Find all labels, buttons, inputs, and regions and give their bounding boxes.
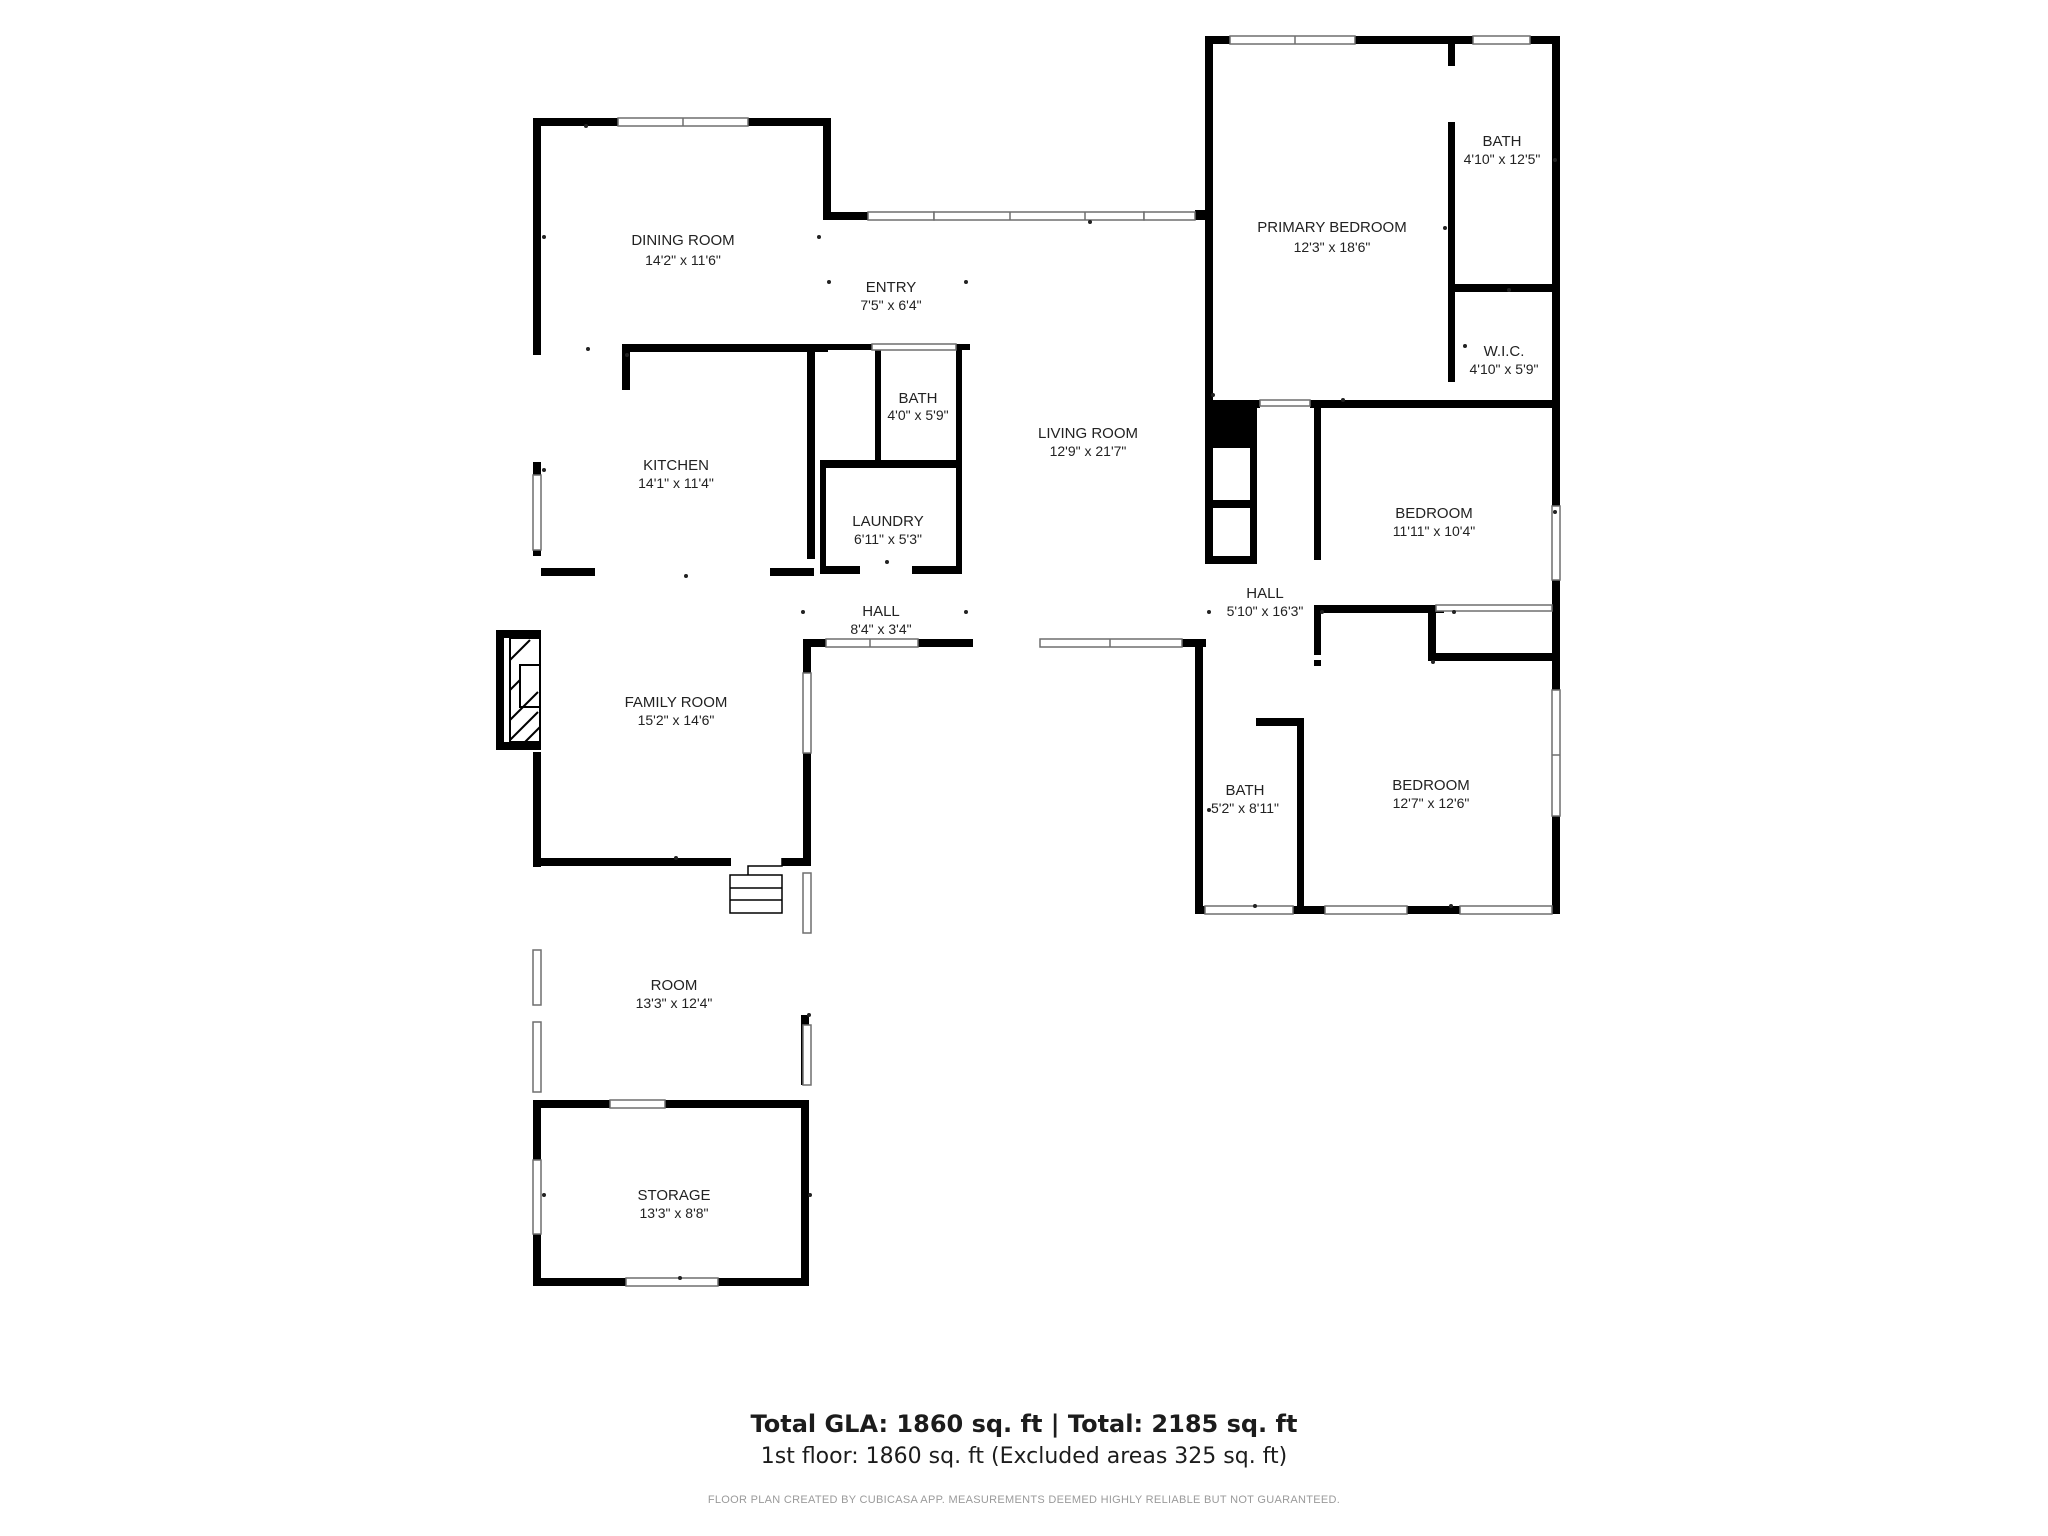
room-labels: DINING ROOM 14'2" x 11'6" ENTRY 7'5" x 6…	[625, 133, 1541, 1221]
room-dims-hall-main: 8'4" x 3'4"	[850, 621, 911, 637]
room-name-wic: W.I.C.	[1484, 343, 1525, 360]
room-name-hall-main: HALL	[862, 603, 900, 620]
room-name-laundry: LAUNDRY	[852, 513, 923, 530]
room-dims-kitchen: 14'1" x 11'4"	[638, 475, 714, 491]
room-name-primary-bedroom: PRIMARY BEDROOM	[1257, 219, 1406, 236]
room-dims-bedroom-1: 11'11" x 10'4"	[1393, 523, 1476, 539]
room-name-hall-east: HALL	[1246, 585, 1284, 602]
total-area-summary: Total GLA: 1860 sq. ft | Total: 2185 sq.…	[750, 1410, 1298, 1438]
room-dims-dining-room: 14'2" x 11'6"	[645, 252, 721, 268]
room-name-bedroom-1: BEDROOM	[1395, 505, 1473, 522]
room-dims-bath-hall: 5'2" x 8'11"	[1211, 800, 1279, 816]
room-name-bath-primary: BATH	[1483, 133, 1522, 150]
room-name-dining-room: DINING ROOM	[631, 232, 734, 249]
room-dims-primary-bedroom: 12'3" x 18'6"	[1294, 239, 1371, 255]
room-dims-family-room: 15'2" x 14'6"	[638, 712, 715, 728]
room-dims-wic: 4'10" x 5'9"	[1470, 361, 1539, 377]
room-name-kitchen: KITCHEN	[643, 457, 709, 474]
room-dims-storage: 13'3" x 8'8"	[640, 1205, 709, 1221]
room-dims-entry: 7'5" x 6'4"	[860, 297, 921, 313]
room-name-living-room: LIVING ROOM	[1038, 425, 1138, 442]
room-dims-bath-primary: 4'10" x 12'5"	[1464, 151, 1541, 167]
windows	[532, 35, 1561, 1287]
fireplace-icon	[509, 637, 541, 743]
door-ticks	[542, 124, 1557, 1280]
room-name-room: ROOM	[651, 977, 698, 994]
room-name-bath-hall: BATH	[1226, 782, 1265, 799]
floor-area-summary: 1st floor: 1860 sq. ft (Excluded areas 3…	[760, 1444, 1288, 1469]
room-dims-laundry: 6'11" x 5'3"	[854, 531, 922, 547]
room-name-family-room: FAMILY ROOM	[625, 694, 728, 711]
room-name-storage: STORAGE	[637, 1187, 710, 1204]
room-dims-bath-small: 4'0" x 5'9"	[887, 407, 948, 423]
disclaimer-credit: FLOOR PLAN CREATED BY CUBICASA APP. MEAS…	[707, 1494, 1341, 1506]
room-dims-living-room: 12'9" x 21'7"	[1050, 443, 1127, 459]
room-dims-hall-east: 5'10" x 16'3"	[1227, 603, 1304, 619]
room-name-bath-small: BATH	[899, 390, 938, 407]
room-name-entry: ENTRY	[866, 279, 917, 296]
room-dims-bedroom-2: 12'7" x 12'6"	[1393, 795, 1470, 811]
room-name-bedroom-2: BEDROOM	[1392, 777, 1470, 794]
stairs	[729, 858, 783, 914]
room-dims-room: 13'3" x 12'4"	[636, 995, 713, 1011]
